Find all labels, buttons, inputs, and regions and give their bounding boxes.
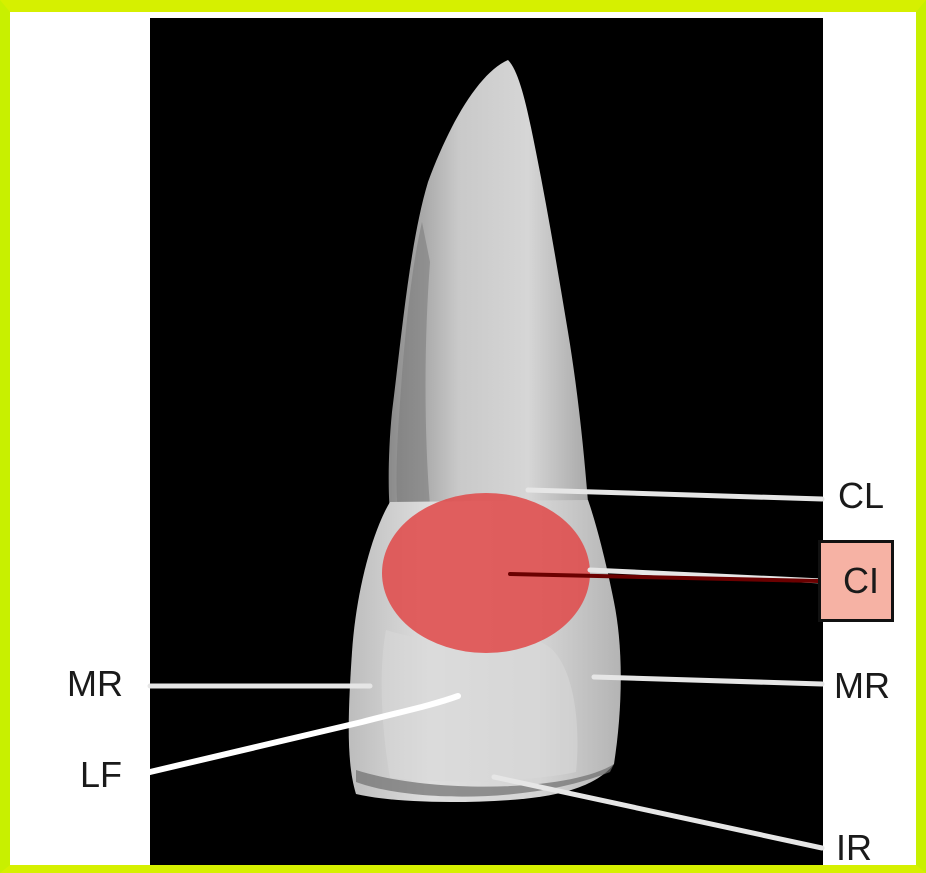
label-cl: CL (838, 478, 884, 514)
label-mr-left: MR (67, 666, 123, 702)
label-ir: IR (836, 830, 872, 866)
label-mr-right: MR (834, 668, 890, 704)
label-ci-highlighted: CI (818, 540, 894, 622)
tooth-illustration (10, 12, 926, 873)
label-lf: LF (80, 757, 122, 793)
highlight-ellipse (382, 493, 590, 653)
